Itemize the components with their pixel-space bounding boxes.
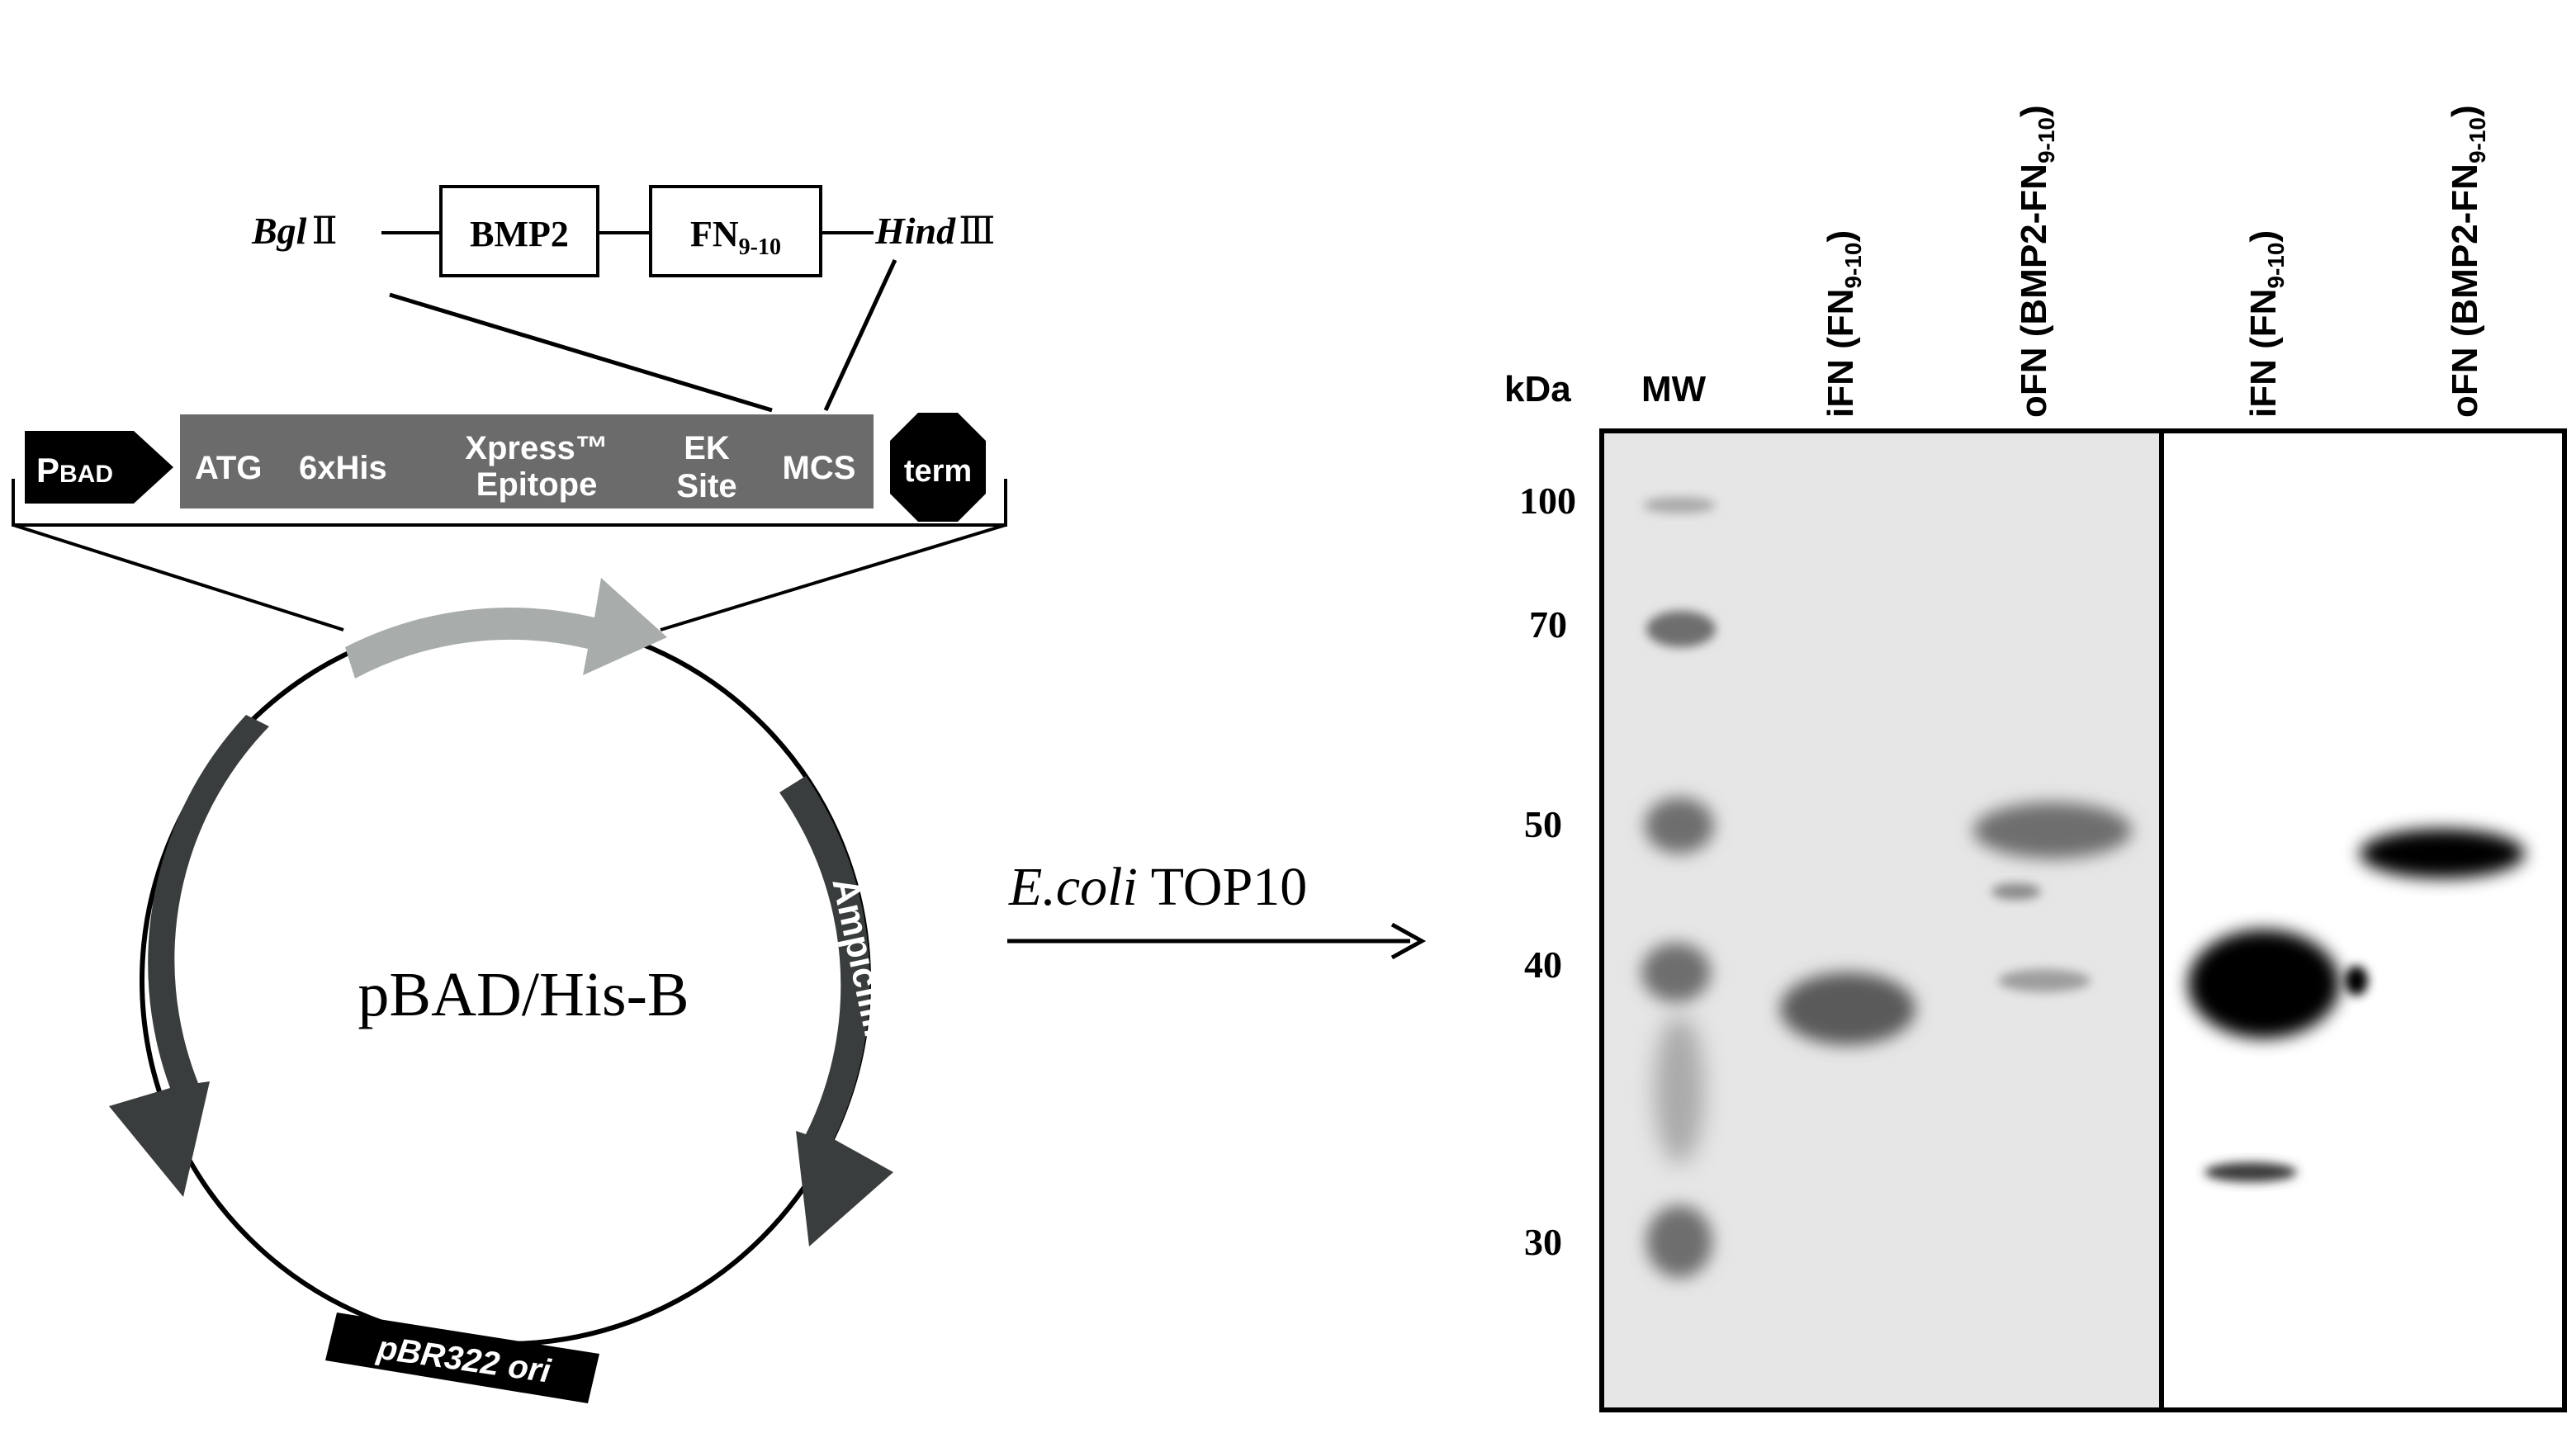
ek-label-line1: EK (684, 430, 730, 466)
ampicillin-gene-arrow (779, 776, 893, 1246)
mw-label: MW (1641, 369, 1707, 409)
band-ifn-stain (1780, 972, 1915, 1045)
bracket-connector-left (12, 523, 344, 631)
ladder-band-100 (1643, 497, 1716, 513)
marker-30: 30 (1524, 1221, 1562, 1263)
kda-label: kDa (1504, 369, 1571, 409)
arac-gene-arrow (109, 715, 269, 1197)
mw-ladder (1641, 497, 1716, 1278)
ladder-band-70 (1646, 611, 1716, 647)
lane-label-ofn-1: oFN (BMP2-FN9-10) (2014, 105, 2059, 418)
band-ofn-faint-2 (1998, 969, 2091, 992)
band-ifn-western-dot (2345, 966, 2368, 996)
lane-label-ifn-2: iFN (FN9-10) (2243, 230, 2289, 418)
band-ofn-stain (1973, 802, 2132, 859)
pbad-arc-arrow (345, 578, 667, 679)
ori-block (325, 1313, 599, 1403)
xpress-label-line2: Epitope (476, 466, 598, 503)
lane-label-ofn-2: oFN (BMP2-FN9-10) (2445, 105, 2490, 418)
marker-100: 100 (1519, 480, 1576, 522)
hindiii-site-label: HindⅢ (874, 210, 996, 252)
pointer-line-right (823, 258, 897, 412)
ampicillin-label: Ampicillin (824, 874, 900, 1052)
plasmid-map: araC Ampicillin pBR322 ori pBAD/His-B (109, 578, 900, 1403)
bracket-connector-right (660, 523, 1006, 631)
ladder-band-50 (1645, 797, 1714, 854)
cassette-bracket (12, 479, 1007, 527)
pbad-promoter-arrow (25, 431, 173, 504)
band-ofn-western (2360, 829, 2525, 878)
band-ofn-faint-1 (1991, 883, 2041, 900)
cassette-bar (180, 414, 874, 509)
plasmid-name: pBAD/His-B (358, 960, 689, 1029)
western-blot: kDa MW iFN (FN9-10) oFN (BMP2-FN9-10) iF… (1504, 105, 2567, 1412)
his-tag-label: 6xHis (299, 450, 387, 486)
marker-50: 50 (1524, 803, 1562, 845)
bmp2-label: BMP2 (470, 214, 569, 254)
term-label: term (904, 454, 972, 489)
ladder-band-30 (1646, 1205, 1712, 1278)
marker-40: 40 (1524, 944, 1562, 986)
band-ifn-western (2188, 929, 2340, 1038)
pointer-line-left (389, 292, 773, 413)
terminator-octagon (890, 413, 986, 522)
pbad-label: PBAD (36, 451, 113, 490)
ladder-band-40 (1641, 943, 1711, 1002)
atg-label: ATG (195, 450, 262, 486)
mcs-label: MCS (783, 450, 856, 486)
lane-label-ifn-1: iFN (FN9-10) (1821, 230, 1866, 418)
fn-label: FN9-10 (690, 214, 781, 260)
marker-70: 70 (1529, 603, 1567, 646)
gel-panel-right (2162, 431, 2564, 1410)
gel-frame (1599, 428, 2567, 1412)
transformation-arrow-head (1390, 922, 1427, 960)
expression-cassette: PBAD ATG 6xHis Xpress™ Epitope EK Site M… (12, 413, 1007, 631)
xpress-label-line1: Xpress™ (465, 430, 608, 466)
ladder-smear (1655, 1015, 1704, 1164)
ek-label-line2: Site (676, 468, 736, 504)
band-ifn-western-low (2204, 1162, 2297, 1182)
